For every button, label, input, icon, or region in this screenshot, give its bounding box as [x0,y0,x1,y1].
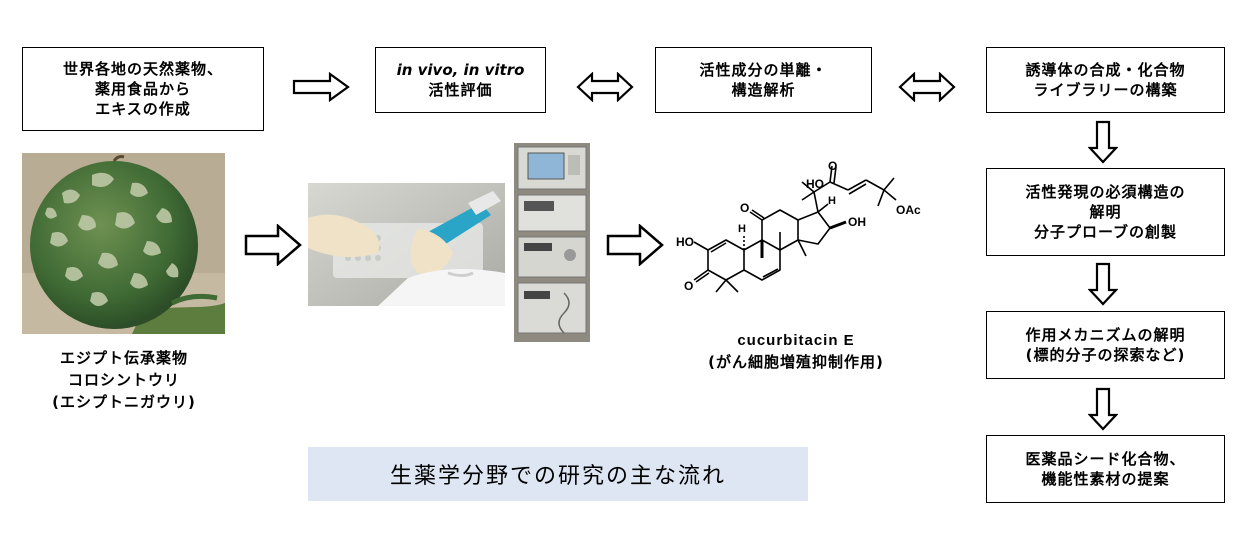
double-arrow-icon [898,72,956,102]
compound-activity: (がん細胞増殖抑制作用) [708,352,884,371]
flow-box-extract-line3: エキスの作成 [95,100,191,119]
plant-caption-line3: (エシプトニガウリ) [52,392,196,411]
atom-label-o-ring: O [740,201,749,215]
flow-box-mechanism-line2: (標的分子の探索など) [1025,346,1186,364]
atom-label-h-mid: H [738,223,746,235]
flow-box-extract: 世界各地の天然薬物、 薬用食品から エキスの作成 [22,47,264,131]
plant-caption-line2: コロシントウリ [67,370,180,389]
flow-box-essential-line3: 分子プローブの創製 [1033,223,1178,242]
flow-box-activity-line1: in vivo, in vitro [396,60,525,79]
flow-box-activity: in vivo, in vitro 活性評価 [375,47,546,113]
atom-label-oh-top: HO [806,177,824,191]
flow-box-proposal-line1: 医薬品シード化合物、 [1025,449,1186,468]
compound-caption: cucurbitacin E (がん細胞増殖抑制作用) [676,330,916,374]
atom-label-o-ketone-left: O [684,279,693,293]
flow-box-mechanism-line1: 作用メカニズムの解明 [1025,325,1186,344]
flow-box-isolation: 活性成分の単離・ 構造解析 [655,47,872,113]
cucurbitacin-structure: HO O O HO O H H OH OAc [676,160,921,293]
flow-box-extract-line1: 世界各地の天然薬物、 [62,59,223,78]
double-arrow-icon [576,72,634,102]
plant-caption: エジプト伝承薬物 コロシントウリ (エシプトニガウリ) [10,348,238,413]
down-arrow-icon [1088,387,1118,431]
flow-box-mechanism: 作用メカニズムの解明 (標的分子の探索など) [986,311,1225,379]
colocynth-photo [22,153,225,334]
right-arrow-icon [244,224,302,266]
flow-box-proposal-line2: 機能性素材の提案 [1041,470,1170,488]
hplc-photo [514,143,590,342]
flow-box-essential-line1: 活性発現の必須構造の [1025,182,1186,201]
pipetting-photo [308,183,505,306]
flow-box-essential-structure: 活性発現の必須構造の 解明 分子プローブの創製 [986,168,1225,256]
down-arrow-icon [1088,120,1118,164]
atom-label-oac: OAc [896,203,921,217]
flow-box-synthesis-line2: ライブラリーの構築 [1033,81,1178,99]
right-arrow-icon [606,224,664,266]
flow-box-extract-line2: 薬用食品から [94,79,191,98]
diagram-title: 生薬学分野での研究の主な流れ [308,447,808,501]
compound-name: cucurbitacin E [737,332,855,349]
atom-label-o-ketone-top: O [828,160,837,173]
flow-box-synthesis: 誘導体の合成・化合物 ライブラリーの構築 [986,47,1225,113]
down-arrow-icon [1088,262,1118,306]
flow-box-isolation-line1: 活性成分の単離・ [699,60,828,79]
atom-label-oh-side: OH [848,215,866,229]
atom-label-ho: HO [676,235,694,249]
right-arrow-icon [292,72,350,102]
flow-box-activity-line2: 活性評価 [428,81,493,99]
flow-box-essential-line2: 解明 [1089,202,1122,221]
atom-label-h-top: H [828,195,836,207]
flow-box-synthesis-line1: 誘導体の合成・化合物 [1025,60,1186,79]
flow-box-proposal: 医薬品シード化合物、 機能性素材の提案 [986,435,1225,503]
flow-box-isolation-line2: 構造解析 [731,81,796,99]
plant-caption-line1: エジプト伝承薬物 [59,349,188,367]
diagram-title-text: 生薬学分野での研究の主な流れ [389,464,726,489]
